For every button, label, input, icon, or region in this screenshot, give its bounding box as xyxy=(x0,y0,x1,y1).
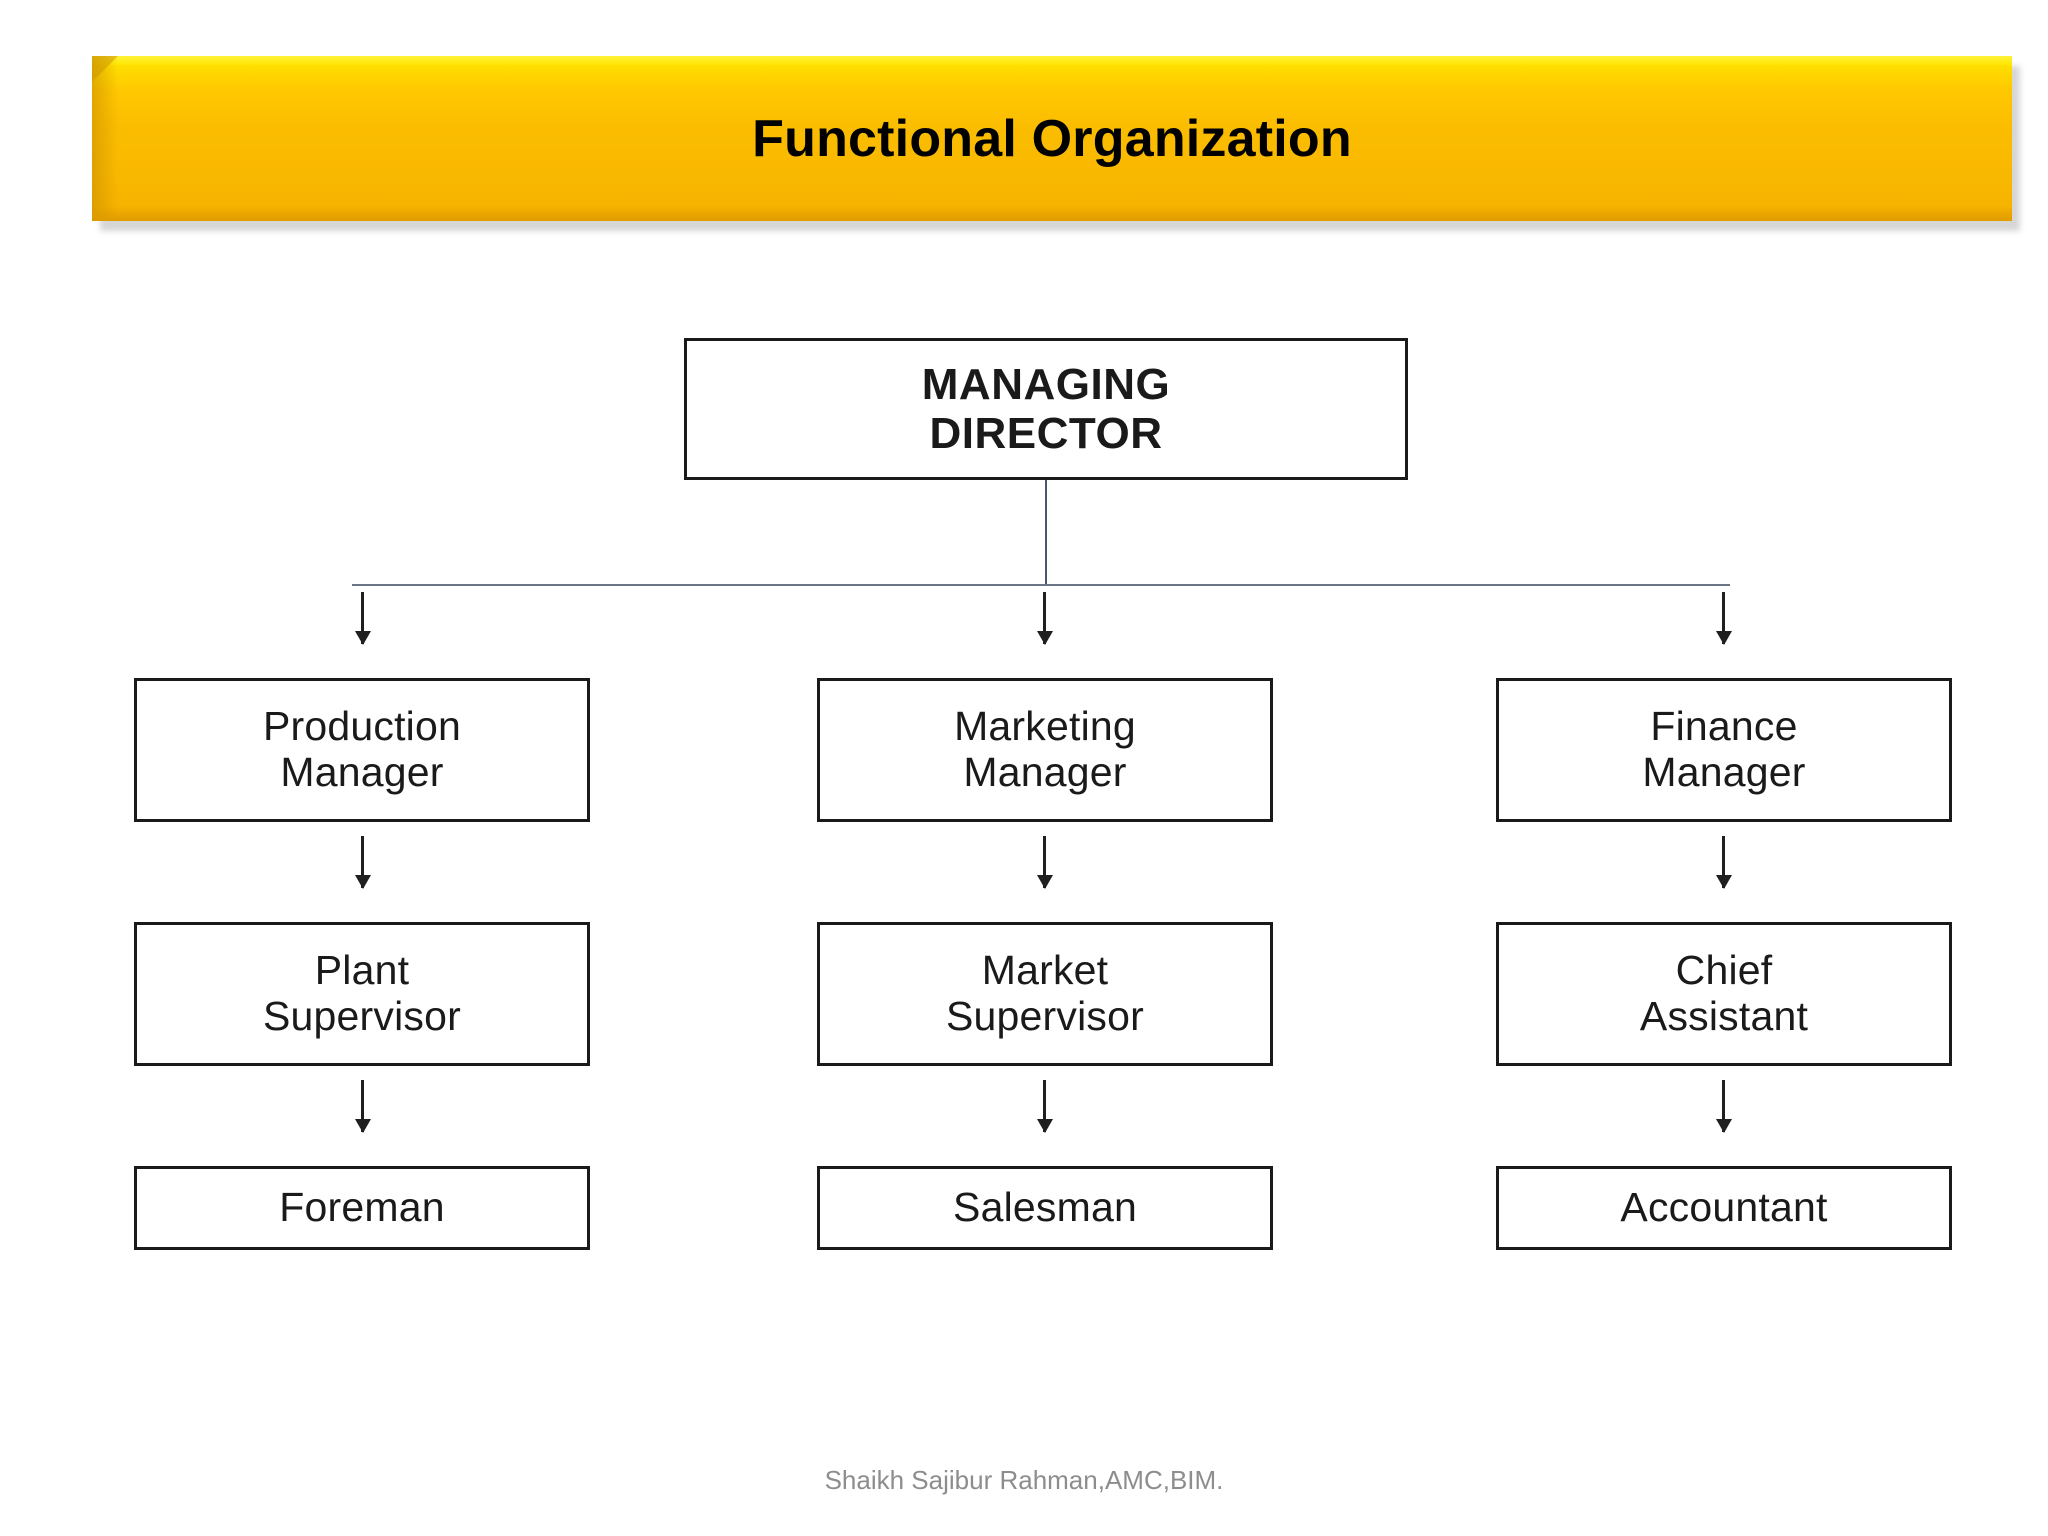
node-managing-director: MANAGING DIRECTOR xyxy=(684,338,1408,480)
arrow-bus-to-marketing-manager xyxy=(1043,592,1046,644)
node-finance-manager-line1: Finance xyxy=(1650,703,1798,750)
node-plant-supervisor: Plant Supervisor xyxy=(134,922,590,1066)
banner-left-bevel xyxy=(92,56,118,221)
node-chief-assistant-line2: Assistant xyxy=(1639,993,1809,1039)
banner-bottom-shade xyxy=(92,207,2012,221)
arrow-production-manager-to-plant-supervisor xyxy=(361,836,364,888)
banner-body xyxy=(92,56,2012,221)
node-chief-assistant-line1: Chief xyxy=(1675,947,1773,994)
arrow-bus-to-finance-manager xyxy=(1722,592,1725,644)
node-plant-supervisor-line2: Supervisor xyxy=(263,993,461,1039)
node-foreman: Foreman xyxy=(134,1166,590,1250)
node-market-supervisor-line1: Market xyxy=(981,947,1109,994)
arrow-plant-supervisor-to-foreman xyxy=(361,1080,364,1132)
slide-title: Functional Organization xyxy=(752,109,1352,168)
node-marketing-manager-line2: Manager xyxy=(963,749,1127,795)
node-accountant-line1: Accountant xyxy=(1620,1184,1828,1231)
node-finance-manager-line2: Manager xyxy=(1642,749,1806,795)
node-accountant: Accountant xyxy=(1496,1166,1952,1250)
node-salesman: Salesman xyxy=(817,1166,1273,1250)
node-marketing-manager: Marketing Manager xyxy=(817,678,1273,822)
node-chief-assistant: Chief Assistant xyxy=(1496,922,1952,1066)
node-production-manager-line1: Production xyxy=(262,703,461,750)
node-salesman-line1: Salesman xyxy=(953,1184,1137,1231)
footer-credit: Shaikh Sajibur Rahman,AMC,BIM. xyxy=(824,1465,1224,1495)
node-plant-supervisor-line1: Plant xyxy=(314,947,410,994)
arrow-marketing-manager-to-market-supervisor xyxy=(1043,836,1046,888)
node-foreman-line1: Foreman xyxy=(279,1184,445,1231)
arrow-market-supervisor-to-salesman xyxy=(1043,1080,1046,1132)
arrow-finance-manager-to-chief-assistant xyxy=(1722,836,1725,888)
arrow-chief-assistant-to-accountant xyxy=(1722,1080,1725,1132)
node-managing-director-line2: DIRECTOR xyxy=(929,409,1163,458)
node-market-supervisor: Market Supervisor xyxy=(817,922,1273,1066)
node-managing-director-line1: MANAGING xyxy=(921,359,1171,409)
title-banner: Functional Organization xyxy=(92,56,2020,231)
connector-horizontal-bus xyxy=(352,584,1730,586)
arrow-bus-to-production-manager xyxy=(361,592,364,644)
node-market-supervisor-line2: Supervisor xyxy=(946,993,1144,1039)
connector-root-stem xyxy=(1045,480,1047,585)
banner-left-bevel-corner xyxy=(92,56,118,82)
node-production-manager: Production Manager xyxy=(134,678,590,822)
node-marketing-manager-line1: Marketing xyxy=(954,703,1136,750)
node-finance-manager: Finance Manager xyxy=(1496,678,1952,822)
banner-top-highlight xyxy=(92,56,2012,65)
node-production-manager-line2: Manager xyxy=(280,749,444,795)
